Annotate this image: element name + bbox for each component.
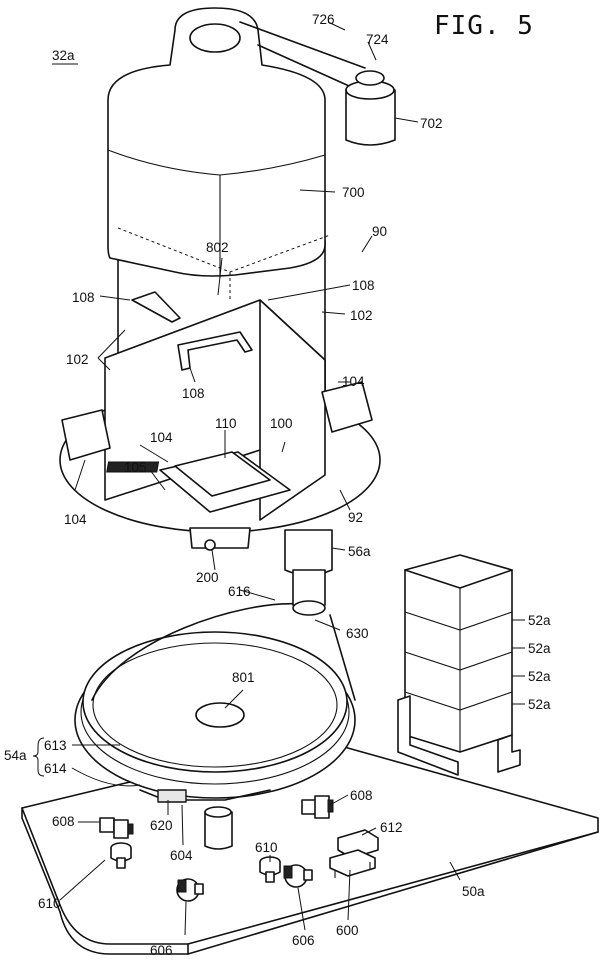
label-102-left: 102	[66, 352, 89, 367]
label-608-left: 608	[52, 814, 75, 829]
label-801: 801	[232, 670, 255, 685]
label-50a: 50a	[462, 884, 485, 899]
main-unit	[59, 7, 396, 616]
label-600: 600	[336, 923, 359, 938]
label-616: 616	[228, 584, 251, 599]
label-614: 614	[44, 761, 67, 776]
label-612: 612	[380, 820, 403, 835]
figure-title: FIG. 5	[434, 11, 534, 41]
label-606-left: 606	[150, 943, 173, 958]
label-802: 802	[206, 240, 229, 255]
label-604: 604	[170, 848, 193, 863]
brace-54a	[32, 737, 45, 777]
label-610-right: 610	[255, 840, 278, 855]
label-104-right: 104	[342, 374, 365, 389]
leader-lines	[59, 21, 525, 936]
label-100: 100	[270, 416, 293, 431]
label-54a: 54a	[4, 748, 27, 763]
label-630: 630	[346, 626, 369, 641]
label-606-right: 606	[292, 933, 315, 948]
label-52a-4: 52a	[528, 697, 551, 712]
label-108-right: 108	[352, 278, 375, 293]
label-52a-3: 52a	[528, 669, 551, 684]
label-104-left: 104	[64, 512, 87, 527]
label-726: 726	[312, 12, 335, 27]
small-parts	[99, 795, 379, 902]
turntable	[74, 602, 356, 803]
label-108-left: 108	[72, 290, 95, 305]
label-90: 90	[372, 224, 387, 239]
label-620: 620	[150, 818, 173, 833]
label-56a: 56a	[348, 544, 371, 559]
label-110: 110	[215, 416, 237, 431]
label-32a: 32a	[52, 48, 75, 63]
reference-labels: FIG. 5 32a 726 724 702 700 90 802 108 10…	[4, 11, 551, 958]
label-610-left: 610	[38, 896, 61, 911]
label-700: 700	[342, 185, 365, 200]
label-52a-2: 52a	[528, 641, 551, 656]
label-613: 613	[44, 738, 67, 753]
label-702: 702	[420, 116, 443, 131]
label-102-right: 102	[350, 308, 373, 323]
label-108-center: 108	[182, 386, 205, 401]
label-104-center: 104	[150, 430, 173, 445]
label-92: 92	[348, 510, 363, 525]
label-105: 105	[124, 460, 147, 475]
label-200: 200	[196, 570, 219, 585]
label-724: 724	[366, 32, 389, 47]
label-608-right: 608	[350, 788, 373, 803]
stacked-boxes	[397, 554, 521, 776]
label-52a-1: 52a	[528, 613, 551, 628]
